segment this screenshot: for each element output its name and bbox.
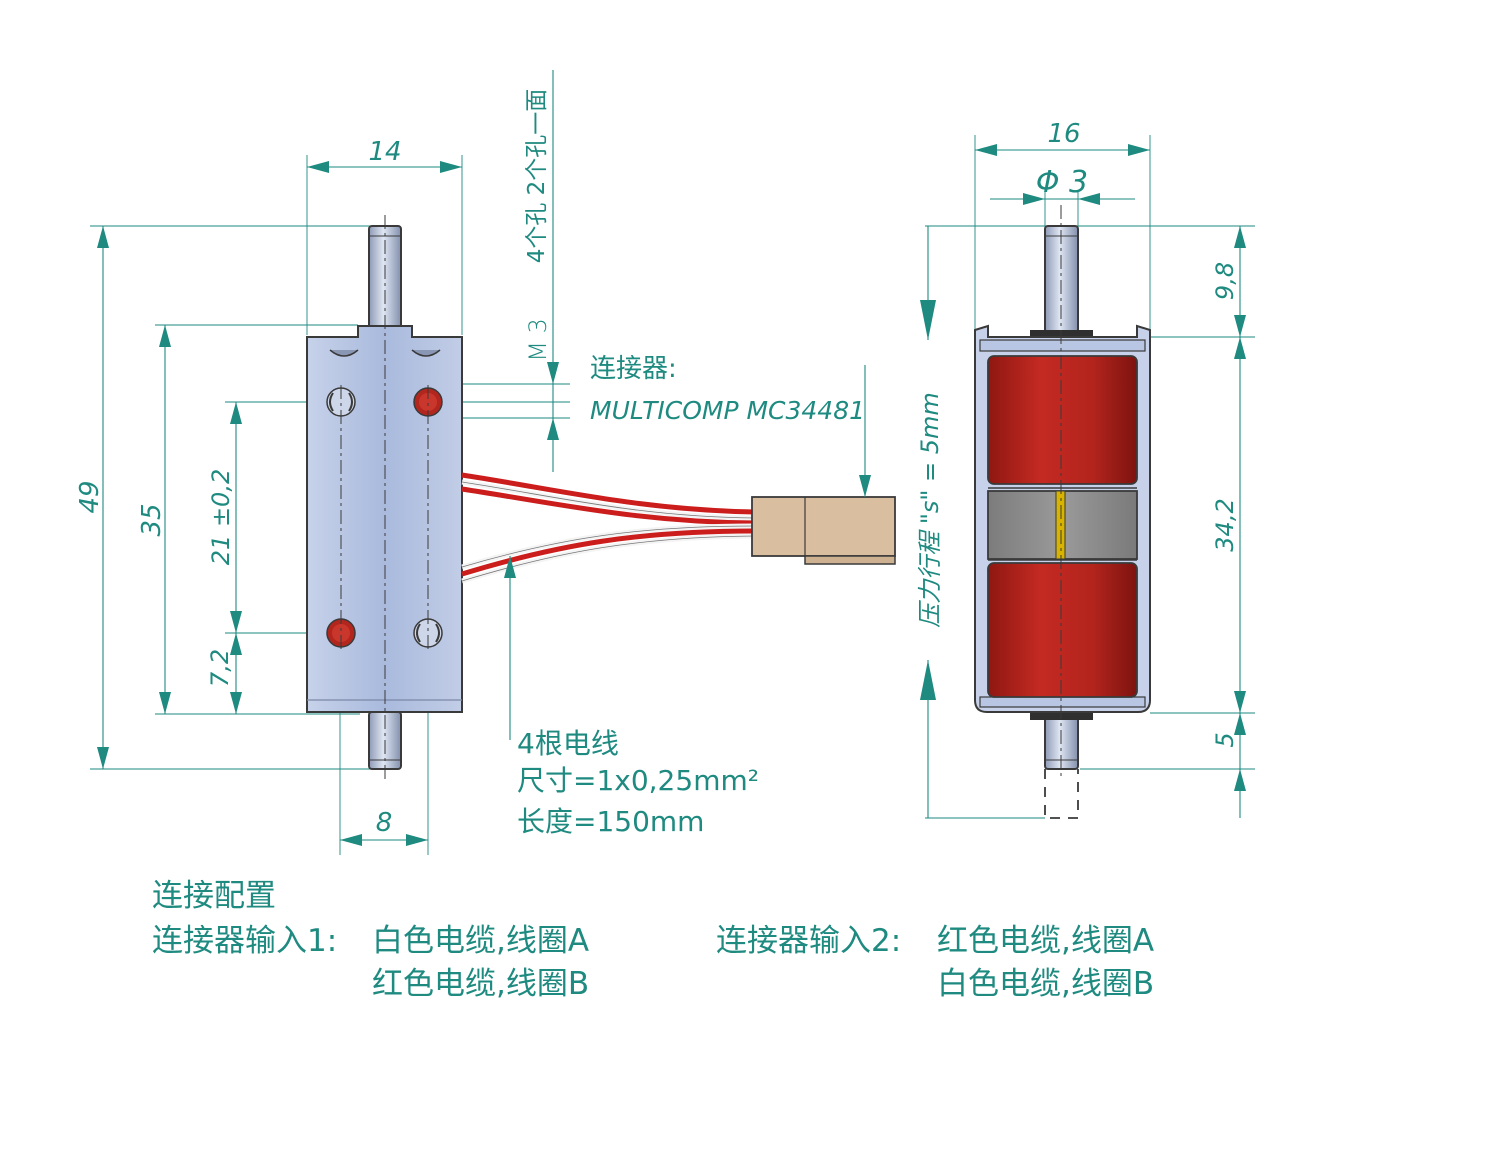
right-coil-bottom: [987, 562, 1138, 698]
right-view: 16 Φ 3 9,8 34,2 5 压力行程 "s" = 5mm: [916, 119, 1255, 819]
config-title: 连接配置: [152, 878, 276, 914]
dim-left-hole-spacing: 8: [376, 808, 393, 838]
config-input1-a: 白色电缆,线圈A: [372, 923, 589, 959]
left-view: 14 49 35 21 ±0,2 7,2 8 M 3 4个孔 2个孔一面: [75, 70, 896, 855]
wires-length: 长度=150mm: [517, 805, 704, 838]
dim-right-width: 16: [1047, 119, 1080, 149]
holes-note: 4个孔 2个孔一面: [524, 89, 550, 264]
connection-config: 连接配置 连接器输入1: 白色电缆,线圈A 红色电缆,线圈B 连接器输入2: 红…: [152, 878, 1154, 1002]
stroke-note: 压力行程 "s" = 5mm: [916, 392, 944, 628]
connector-part: MULTICOMP MC34481: [590, 396, 865, 425]
dim-left-body: 35: [137, 503, 167, 536]
dim-thread: M 3: [524, 318, 552, 362]
dim-right-shaft-dia: Φ 3: [1036, 165, 1088, 200]
wires-size: 尺寸=1x0,25mm²: [517, 764, 759, 797]
dim-left-width: 14: [368, 137, 401, 167]
left-hole-bottom-left: [326, 618, 356, 648]
dim-right-body: 34,2: [1211, 498, 1239, 551]
dim-left-height: 49: [75, 480, 105, 513]
config-input2-b: 白色电缆,线圈B: [937, 966, 1154, 1002]
dim-left-hole-offset: 7,2: [206, 649, 234, 687]
dim-right-shaft-top: 9,8: [1211, 262, 1239, 300]
wire-bundle: [461, 472, 756, 584]
config-input2-label: 连接器输入2:: [716, 923, 901, 959]
config-input1-label: 连接器输入1:: [152, 923, 337, 959]
config-input1-b: 红色电缆,线圈B: [372, 966, 589, 1002]
dim-right-shaft-bottom: 5: [1211, 732, 1239, 747]
config-input2-a: 红色电缆,线圈A: [937, 923, 1154, 959]
right-coil-top: [987, 355, 1138, 485]
wires-count: 4根电线: [517, 727, 619, 760]
connector-housing: [751, 496, 896, 565]
connector-label: 连接器:: [590, 354, 677, 384]
left-hole-top-right: [413, 387, 443, 417]
dim-left-hole-pitch: 21 ±0,2: [207, 469, 235, 565]
